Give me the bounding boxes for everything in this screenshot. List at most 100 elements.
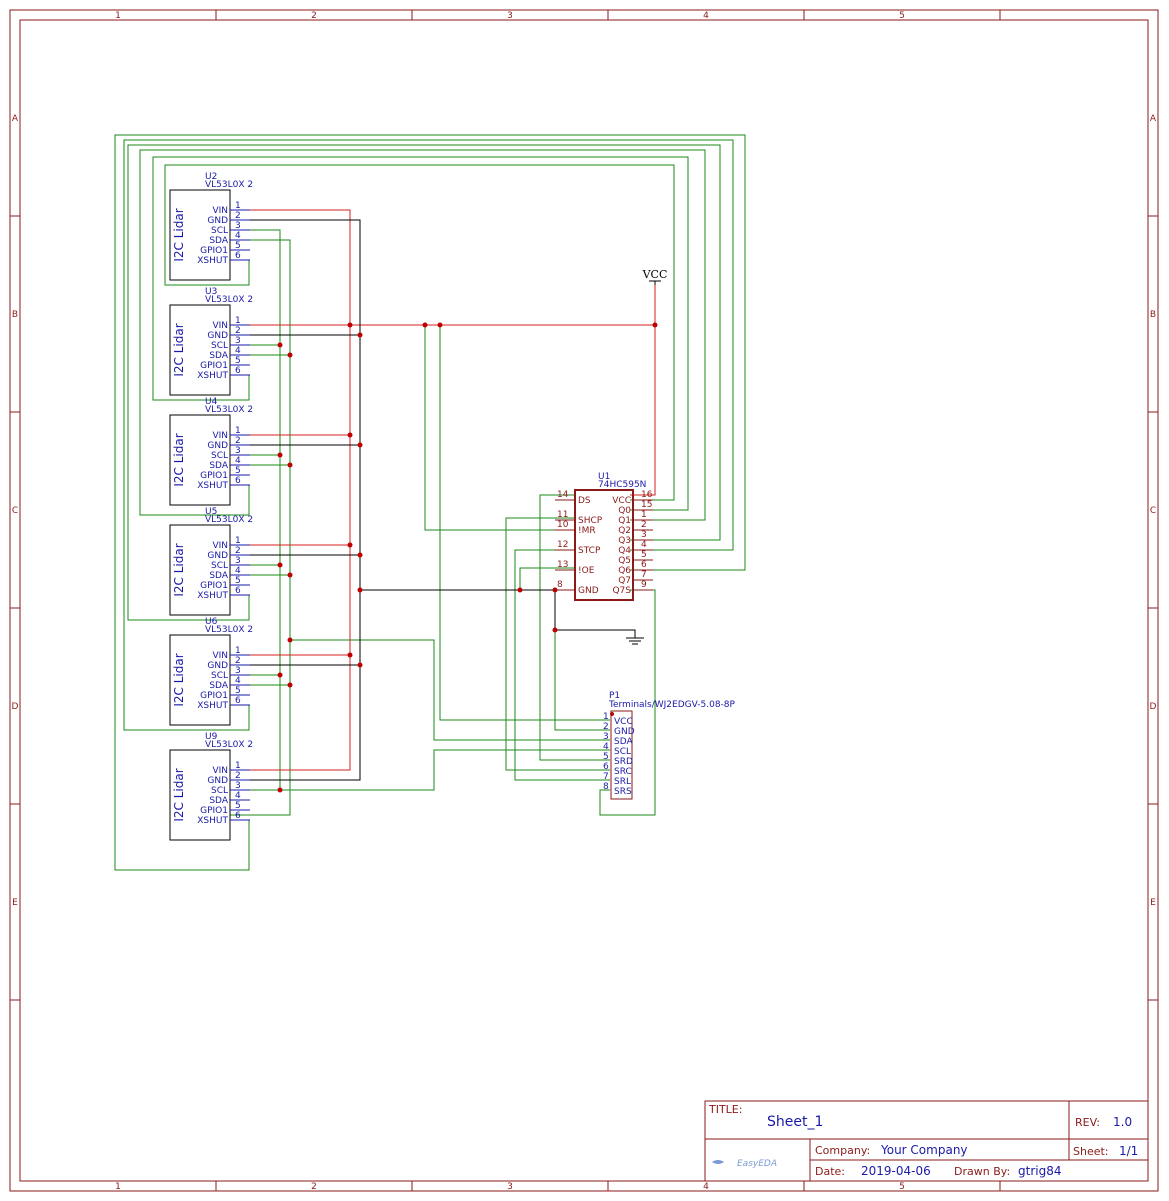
- u1-pin-number: 1: [641, 510, 647, 520]
- u1-pin-number: 14: [557, 490, 569, 500]
- lidar-pin-name: GPIO1: [200, 581, 228, 591]
- lidar-ref: U9: [205, 732, 218, 742]
- lidar-pin-number: 5: [235, 801, 241, 811]
- lidar-pin-number: 2: [235, 771, 241, 781]
- lidar-pin-number: 6: [235, 586, 241, 596]
- lidar-part: VL53L0X 2: [205, 625, 253, 635]
- lidar-body-label: I2C Lidar: [172, 323, 186, 376]
- lidar-pin-name: XSHUT: [197, 701, 228, 711]
- p1-pin-name: SRC: [614, 767, 632, 777]
- lidar-pin-name: SDA: [209, 351, 228, 361]
- row-label-left: B: [12, 310, 18, 320]
- lidar-pin-name: GPIO1: [200, 806, 228, 816]
- junctions: [277, 322, 658, 793]
- lidar-pin-number: 6: [235, 251, 241, 261]
- lidar-pin-name: SDA: [209, 681, 228, 691]
- u1-pin-number: 15: [641, 500, 652, 510]
- u1-pin-name: Q1: [618, 516, 631, 526]
- lidar-pin-number: 3: [235, 336, 241, 346]
- u1-pin-name: VCC: [612, 496, 631, 506]
- p1-part: Terminals/WJ2EDGV-5.08-8P: [608, 700, 736, 710]
- p1-pin-number: 7: [603, 772, 609, 782]
- lidar-pin-number: 5: [235, 356, 241, 366]
- rev-label: REV:: [1075, 1116, 1100, 1129]
- lidar-pin-number: 3: [235, 221, 241, 231]
- p1-pin-name: GND: [614, 727, 635, 737]
- lidar-body-label: I2C Lidar: [172, 768, 186, 821]
- column-label-top: 4: [703, 11, 709, 21]
- u1-pin-number: 10: [557, 520, 569, 530]
- lidar-pin-name: XSHUT: [197, 256, 228, 266]
- lidar-pin-number: 2: [235, 326, 241, 336]
- p1-pin-name: VCC: [614, 717, 633, 727]
- lidar-pin-name: SDA: [209, 236, 228, 246]
- lidar-body-label: I2C Lidar: [172, 543, 186, 596]
- column-label-bottom: 1: [115, 1182, 121, 1192]
- u1-ref: U1: [598, 472, 610, 482]
- row-label-left: C: [12, 506, 18, 516]
- row-label-left: E: [12, 898, 18, 908]
- lidar-pin-number: 5: [235, 576, 241, 586]
- u1-pin-number: 4: [641, 540, 647, 550]
- lidar-pin-name: XSHUT: [197, 591, 228, 601]
- p1-pin-number: 2: [603, 722, 609, 732]
- lidar-pin-number: 1: [235, 646, 241, 656]
- u1-pin-number: 13: [557, 560, 568, 570]
- lidar-part: VL53L0X 2: [205, 180, 253, 190]
- lidar-pin-name: VIN: [212, 766, 228, 776]
- wires-black: [230, 219, 636, 781]
- sheet-title: Sheet_1: [767, 1114, 823, 1130]
- lidar-ref: U2: [205, 172, 217, 182]
- lidar-body-label: I2C Lidar: [172, 433, 186, 486]
- ground-symbol: [626, 637, 644, 645]
- lidar-pin-name: XSHUT: [197, 816, 228, 826]
- lidar-part: VL53L0X 2: [205, 405, 253, 415]
- lidar-pin-name: SDA: [209, 571, 228, 581]
- title-block: TITLE: Sheet_1 REV: 1.0 Company: Your Co…: [704, 1100, 1149, 1182]
- p1-pin-number: 4: [603, 742, 609, 752]
- row-label-left: A: [12, 114, 19, 124]
- u1-pin-number: 3: [641, 530, 647, 540]
- lidar-pin-name: SCL: [211, 786, 228, 796]
- lidar-pin-name: GND: [207, 661, 228, 671]
- lidar-pin-number: 1: [235, 426, 241, 436]
- lidar-pin-name: VIN: [212, 206, 228, 216]
- company-label: Company:: [815, 1144, 870, 1157]
- p1-pin-name: SRD: [614, 757, 633, 767]
- date-value: 2019-04-06: [861, 1164, 931, 1178]
- lidar-body-label: I2C Lidar: [172, 653, 186, 706]
- lidar-pin-name: GPIO1: [200, 691, 228, 701]
- u1-pin-name: !OE: [578, 566, 595, 576]
- lidar-part: VL53L0X 2: [205, 295, 253, 305]
- u1-pin-number: 7: [641, 570, 647, 580]
- row-label-right: A: [1150, 114, 1157, 124]
- lidar-ref: U4: [205, 397, 218, 407]
- u1-pin-name: Q2: [618, 526, 631, 536]
- lidar-pin-number: 2: [235, 436, 241, 446]
- row-label-right: B: [1150, 310, 1156, 320]
- lidar-pin-number: 6: [235, 696, 241, 706]
- lidar-pin-name: GND: [207, 216, 228, 226]
- lidar-body-label: I2C Lidar: [172, 208, 186, 261]
- column-label-bottom: 4: [703, 1182, 709, 1192]
- lidar-pin-name: VIN: [212, 541, 228, 551]
- lidar-pin-number: 2: [235, 546, 241, 556]
- column-label-top: 3: [507, 11, 513, 21]
- u1-pin-number: 11: [557, 510, 568, 520]
- lidar-pin-number: 2: [235, 656, 241, 666]
- lidar-pin-number: 5: [235, 466, 241, 476]
- rev-value: 1.0: [1113, 1115, 1132, 1129]
- lidar-pin-name: GPIO1: [200, 471, 228, 481]
- lidar-pin-name: VIN: [212, 651, 228, 661]
- lidar-ref: U6: [205, 617, 218, 627]
- lidar-pin-number: 1: [235, 536, 241, 546]
- column-label-bottom: 5: [899, 1182, 905, 1192]
- lidar-pin-number: 6: [235, 811, 241, 821]
- p1-pin-name: SRS: [614, 787, 632, 797]
- lidar-pin-number: 4: [235, 346, 241, 356]
- u1-pin-number: 6: [641, 560, 647, 570]
